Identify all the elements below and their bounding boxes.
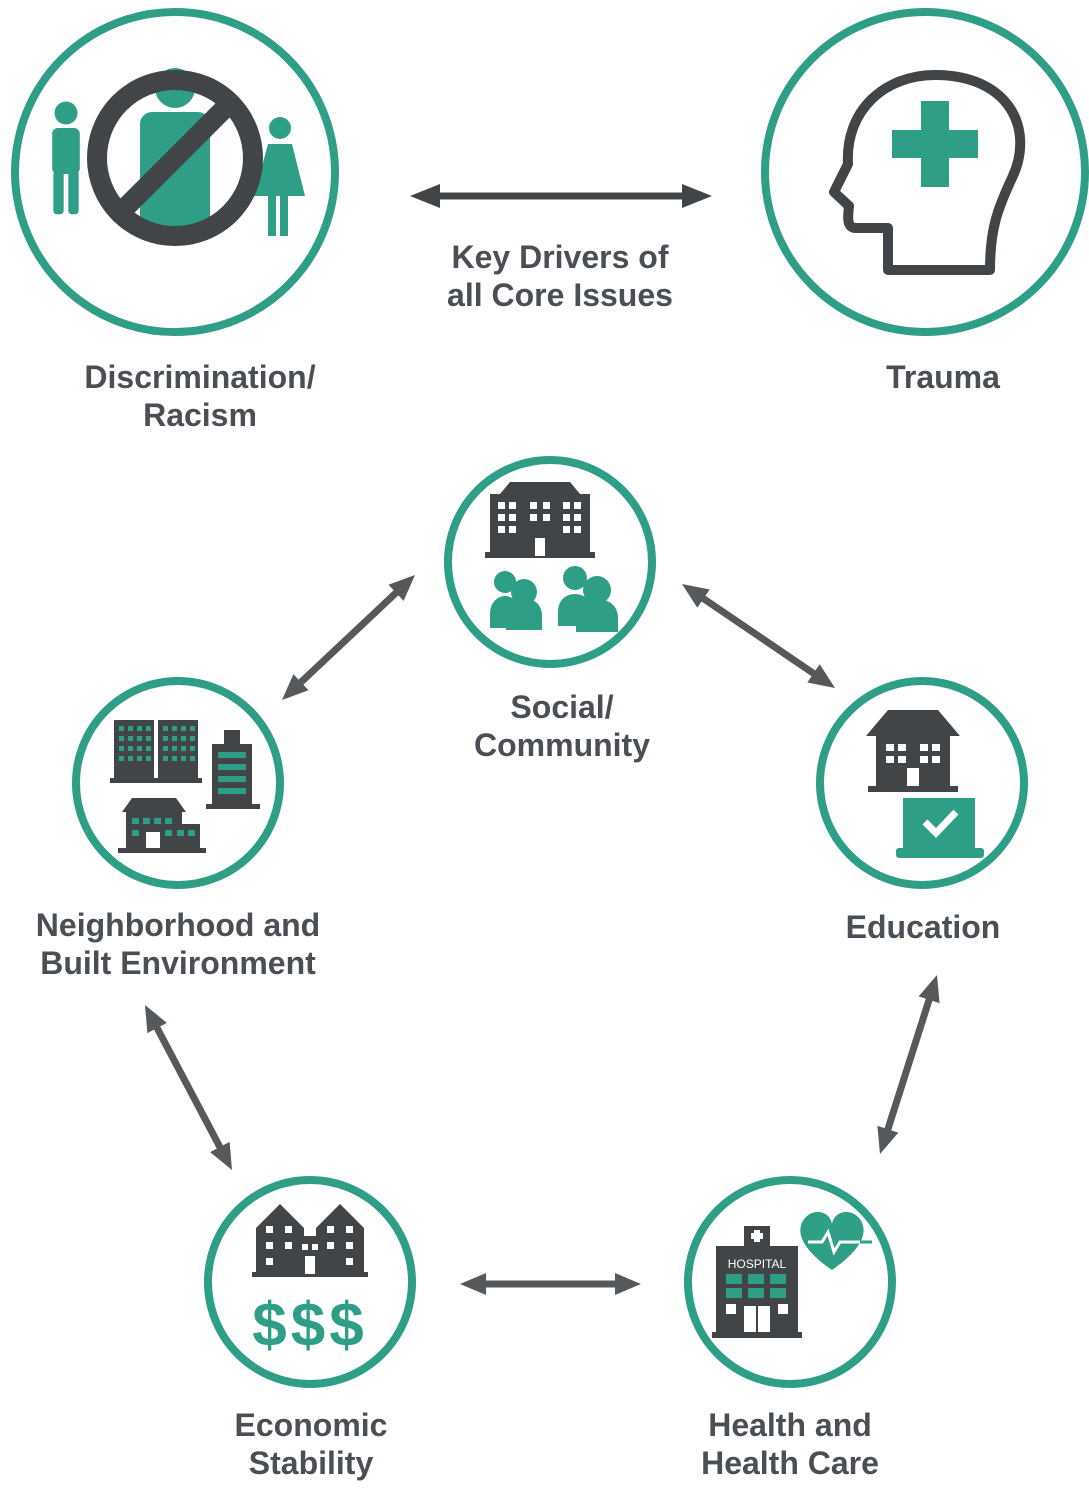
health-label: Health and Health Care	[701, 1407, 879, 1481]
dollar-signs: $$$	[252, 1291, 367, 1360]
health-node: HOSPITAL	[684, 1176, 896, 1388]
discrimination-label: Discrimination/ Racism	[84, 359, 316, 433]
neighborhood-node	[72, 677, 284, 889]
hospital-heart-icon: HOSPITAL	[712, 1211, 872, 1338]
education-label: Education	[845, 909, 1001, 945]
economic-label: Economic Stability	[234, 1407, 388, 1481]
education-node	[816, 677, 1028, 889]
trauma-label: Trauma	[886, 359, 1000, 395]
hospital-sign: HOSPITAL	[728, 1257, 787, 1271]
economic-node: $$$	[204, 1176, 416, 1388]
arrow-social-education	[682, 584, 835, 688]
trauma-node	[761, 8, 1089, 336]
economic-stability-icon: $$$	[252, 1204, 368, 1360]
arrow-health-economic	[460, 1273, 641, 1295]
arrow-economic-neighborhood	[145, 1005, 232, 1170]
arrow-education-health	[877, 975, 940, 1154]
discrimination-node	[11, 8, 339, 336]
arrow-social-neighborhood	[282, 575, 415, 700]
trauma-head-icon	[829, 70, 1026, 275]
key-drivers-label: Key Drivers of all Core Issues	[447, 239, 673, 313]
neighborhood-label: Neighborhood and Built Environment	[35, 907, 321, 981]
discrimination-icon	[52, 68, 305, 246]
social-label: Social/ Community	[474, 689, 650, 763]
driver-arrow	[410, 184, 712, 208]
neighborhood-buildings-icon	[110, 720, 260, 853]
social-community-icon	[485, 482, 618, 632]
education-icon	[866, 710, 984, 858]
cycle-arrows	[145, 575, 940, 1295]
social-node	[444, 456, 656, 668]
